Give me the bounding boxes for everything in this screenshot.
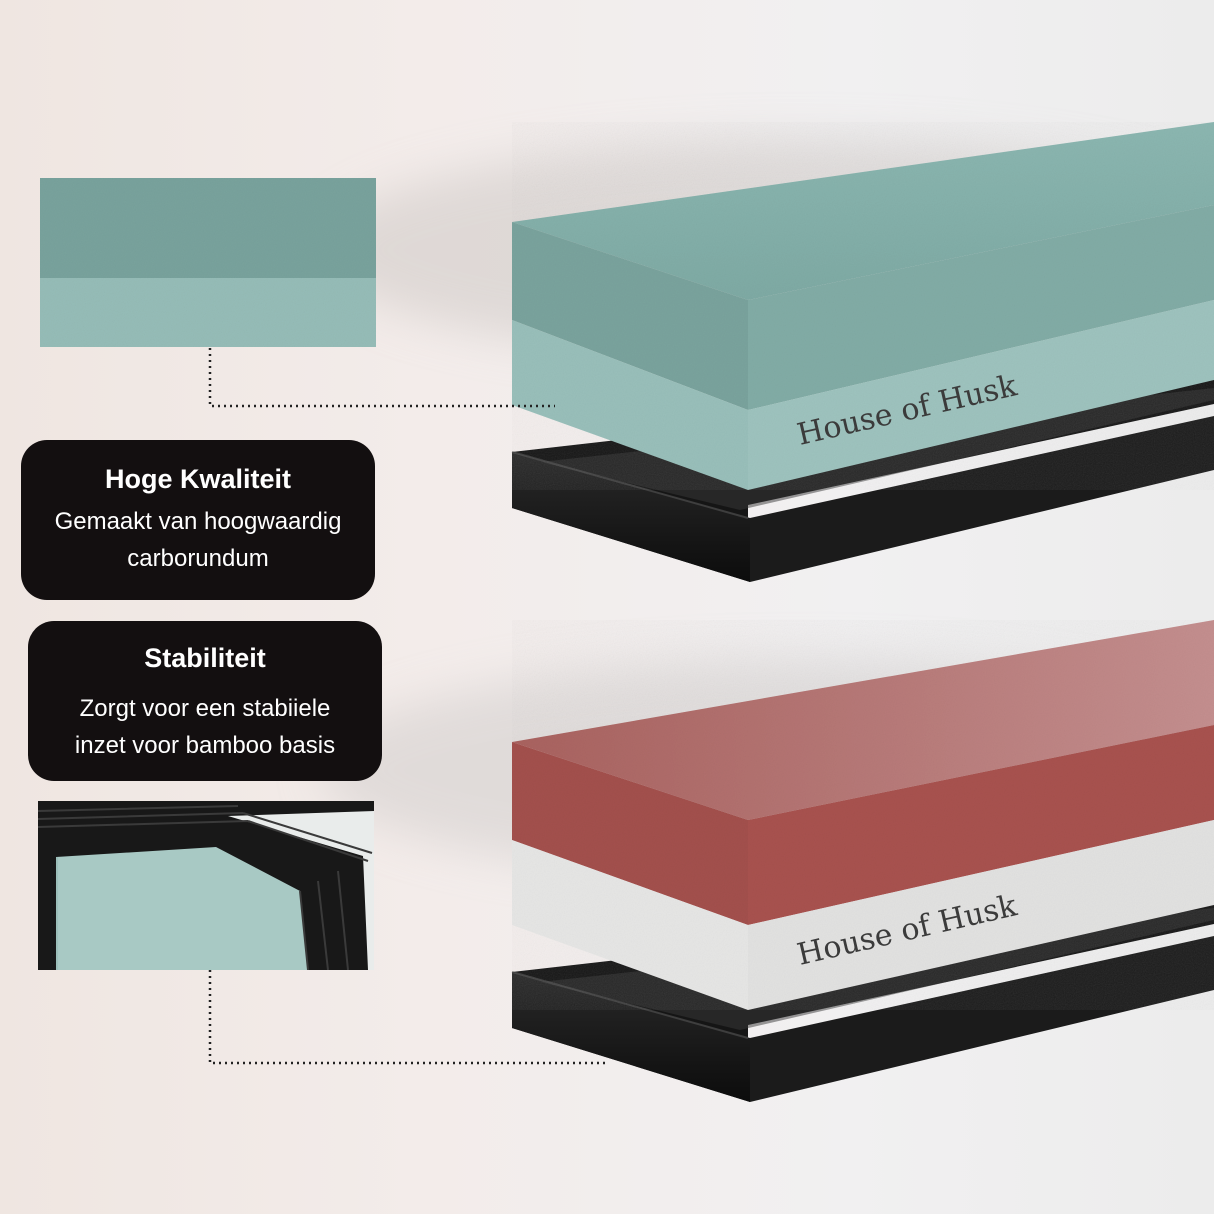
feature-card-quality: Hoge Kwaliteit Gemaakt van hoogwaardig c… <box>21 440 375 600</box>
stone-surface-zoom <box>40 178 376 347</box>
red-white-stone <box>512 620 1214 1010</box>
green-stone <box>512 122 1214 490</box>
feature-text-line: Gemaakt van hoogwaardig <box>54 508 342 535</box>
feature-card-stability: Stabiliteit Zorgt voor een stabiiele inz… <box>28 621 382 781</box>
frame-detail-zoom <box>38 801 374 970</box>
feature-text-line: inzet voor bamboo basis <box>74 732 336 759</box>
leader-line-bottom <box>208 970 607 1065</box>
leader-line-top <box>208 348 555 408</box>
feature-title: Stabiliteit <box>144 643 266 673</box>
feature-text-line: Zorgt voor een stabiiele <box>79 695 331 722</box>
feature-text-line: carborundum <box>127 545 269 572</box>
feature-title: Hoge Kwaliteit <box>104 464 292 494</box>
